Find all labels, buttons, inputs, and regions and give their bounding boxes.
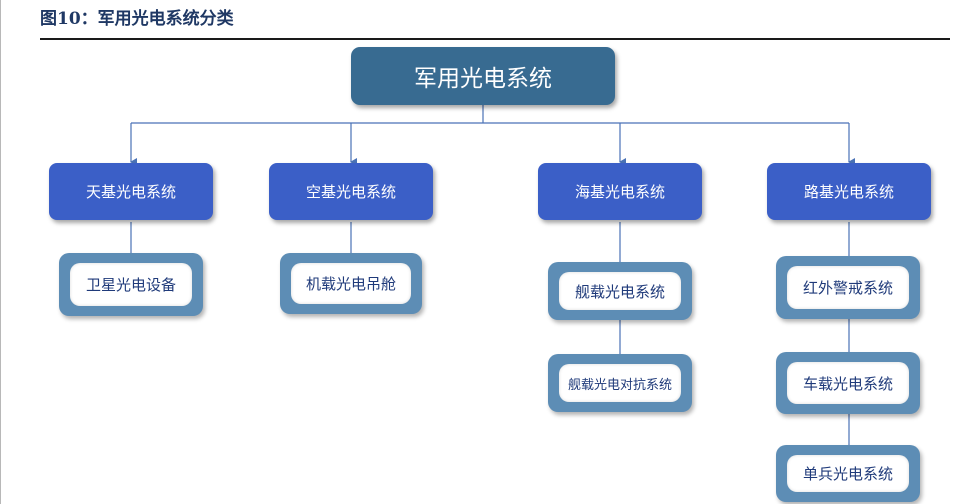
category-air-based: 空基光电系统 xyxy=(269,163,433,220)
leaf-label: 舰载光电对抗系统 xyxy=(559,364,681,402)
leaf-label: 卫星光电设备 xyxy=(70,263,192,306)
leaf-infrared-warning: 红外警戒系统 xyxy=(776,256,920,319)
page-left-border xyxy=(0,0,1,504)
figure-title: 图10：军用光电系统分类 xyxy=(40,9,234,29)
leaf-shipborne-countermeasure: 舰载光电对抗系统 xyxy=(548,354,692,412)
title-underline xyxy=(40,38,950,40)
leaf-label: 红外警戒系统 xyxy=(787,266,909,309)
leaf-soldier-system: 单兵光电系统 xyxy=(776,445,920,502)
leaf-shipborne-system: 舰载光电系统 xyxy=(548,262,692,320)
leaf-airborne-pod: 机载光电吊舱 xyxy=(280,253,422,314)
leaf-label: 车载光电系统 xyxy=(787,362,909,404)
root-node: 军用光电系统 xyxy=(351,47,615,105)
category-space-based: 天基光电系统 xyxy=(49,163,213,220)
leaf-label: 舰载光电系统 xyxy=(559,272,681,310)
leaf-label: 机载光电吊舱 xyxy=(291,263,411,304)
leaf-vehicle-system: 车载光电系统 xyxy=(776,352,920,414)
leaf-satellite-equipment: 卫星光电设备 xyxy=(59,253,203,316)
leaf-label: 单兵光电系统 xyxy=(787,455,909,492)
category-sea-based: 海基光电系统 xyxy=(538,163,702,220)
category-land-based: 路基光电系统 xyxy=(767,163,931,220)
